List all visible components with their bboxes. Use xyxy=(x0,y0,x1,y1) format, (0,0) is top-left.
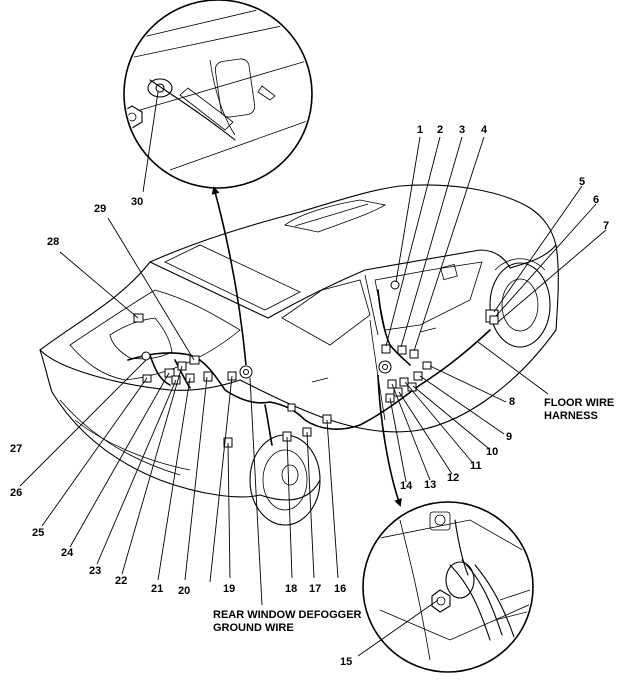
callout-28: 28 xyxy=(47,236,59,248)
connector-6 xyxy=(489,315,499,325)
connector-2 xyxy=(381,344,391,354)
connector-4 xyxy=(409,349,419,359)
callout-22: 22 xyxy=(115,575,127,587)
floor-wire-harness-label: FLOOR WIRE xyxy=(544,397,614,409)
callout-magnified-15 xyxy=(362,501,534,673)
callout-29: 29 xyxy=(94,203,106,215)
callout-23: 23 xyxy=(89,565,101,577)
callout-30: 30 xyxy=(131,196,143,208)
text-labels: FLOOR WIRE HARNESS REAR WINDOW DEFOGGER … xyxy=(213,397,614,634)
callout-25: 25 xyxy=(32,527,44,539)
connector-group xyxy=(133,280,499,448)
floor-wire-harness-label-2: HARNESS xyxy=(544,410,598,422)
connector-mid xyxy=(287,403,296,412)
callout-8: 8 xyxy=(509,396,515,408)
callout-16: 16 xyxy=(334,583,346,595)
callout-11: 11 xyxy=(470,460,482,472)
callout-10: 10 xyxy=(486,446,498,458)
connector-28 xyxy=(133,313,144,323)
callout-6: 6 xyxy=(593,194,599,206)
callout-14: 14 xyxy=(400,480,413,492)
callout-12: 12 xyxy=(447,472,459,484)
callout-19: 19 xyxy=(223,583,235,595)
connector-12 xyxy=(393,387,403,397)
callout-27: 27 xyxy=(10,443,22,455)
connector-25 xyxy=(164,368,175,378)
callout-magnified-30 xyxy=(123,0,313,189)
connector-11 xyxy=(399,377,409,387)
callout-17: 17 xyxy=(309,583,321,595)
callout-3: 3 xyxy=(459,124,465,136)
callout-26: 26 xyxy=(10,487,22,499)
connector-1 xyxy=(390,280,400,290)
connector-21 xyxy=(203,371,213,382)
callout-2: 2 xyxy=(437,124,443,136)
callout-number-labels: 1 2 3 4 5 6 7 8 9 10 11 12 13 14 15 16 1… xyxy=(10,124,609,668)
callout-15: 15 xyxy=(340,656,352,668)
ground-27 xyxy=(141,351,151,361)
connector-9 xyxy=(413,371,423,381)
callout-24: 24 xyxy=(61,547,74,559)
leader-lines xyxy=(19,91,607,657)
car-body-outline xyxy=(39,184,559,526)
rear-defogger-label-2: GROUND WIRE xyxy=(213,622,294,634)
callout-4: 4 xyxy=(481,124,488,136)
connector-8 xyxy=(422,361,432,370)
callout-18: 18 xyxy=(285,583,297,595)
callout-20: 20 xyxy=(178,585,190,597)
callout-13: 13 xyxy=(424,479,436,491)
callout-1: 1 xyxy=(417,124,423,136)
connector-3 xyxy=(397,345,407,355)
callout-7: 7 xyxy=(603,220,609,232)
rear-defogger-label: REAR WINDOW DEFOGGER xyxy=(213,609,362,621)
callout-5: 5 xyxy=(579,176,585,188)
connector-29 xyxy=(189,355,200,365)
callout-21: 21 xyxy=(151,583,163,595)
callout-9: 9 xyxy=(506,431,512,443)
